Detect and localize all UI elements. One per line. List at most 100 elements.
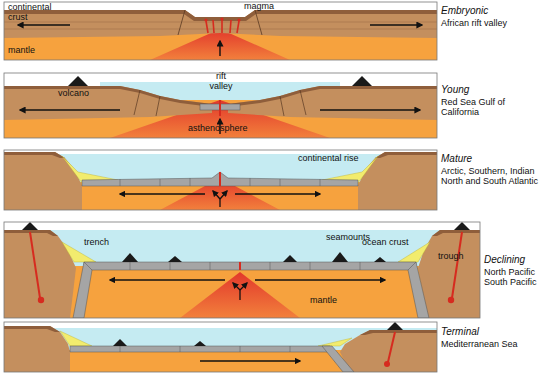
illustration-part <box>374 257 386 262</box>
illustration-part <box>221 20 223 33</box>
panel-frame <box>4 222 480 318</box>
example-oceans: Mediterranean Sea <box>441 339 541 349</box>
illustration-part <box>360 330 437 335</box>
illustration-part <box>237 21 239 33</box>
illustration-part <box>320 109 420 110</box>
rift-magma <box>219 100 221 116</box>
part-label: continental crust <box>8 3 60 23</box>
illustration-part <box>384 361 390 367</box>
ocean-crust <box>84 262 416 270</box>
ocean-crust <box>82 172 358 186</box>
illustration-part <box>4 150 437 210</box>
rift-fault <box>178 10 262 35</box>
ridge-upwelling <box>180 272 300 318</box>
panel-frame <box>4 150 437 210</box>
continental-crust <box>358 152 437 210</box>
illustration-part <box>230 20 231 33</box>
ocean-crust <box>70 346 330 352</box>
illustration-part <box>120 193 205 194</box>
stage-name: Embryonic <box>441 5 541 17</box>
continental-crust <box>4 326 70 372</box>
illustration-part <box>432 230 480 236</box>
part-label: asthenosphere <box>188 124 248 134</box>
panel-frame <box>4 73 437 138</box>
part-label: ocean crust <box>362 238 409 248</box>
stage-name: Declining <box>484 254 541 266</box>
volcano-symbol <box>387 322 403 330</box>
illustration-part <box>4 222 480 318</box>
subducting-slab <box>73 262 92 318</box>
example-oceans: Red Sea Gulf of California <box>441 97 541 118</box>
motion-arrows <box>120 191 320 207</box>
stage-label-block: TerminalMediterranean Sea <box>441 326 541 349</box>
part-label: trench <box>84 238 109 248</box>
continental-crust <box>4 230 76 318</box>
illustration-part <box>4 326 60 332</box>
sediment-wedge <box>318 338 352 346</box>
stage-label-block: YoungRed Sea Gulf of California <box>441 84 541 117</box>
motion-arrows <box>20 110 420 134</box>
volcano-symbol <box>22 222 38 230</box>
part-label: trough <box>438 252 464 262</box>
subducting-slab <box>322 346 354 372</box>
ridge-magma <box>219 172 221 186</box>
illustration-part <box>237 18 240 21</box>
ocean-water <box>4 230 480 266</box>
declining-panel <box>4 222 480 318</box>
continental-crust <box>340 330 437 372</box>
illustration-part <box>4 322 437 372</box>
motion-arrows <box>110 280 385 300</box>
part-label: mantle <box>310 296 337 306</box>
illustration-part <box>452 232 462 298</box>
illustration-part <box>4 73 437 138</box>
volcano-symbol <box>454 222 470 230</box>
continental-crust <box>4 86 212 120</box>
arc-magma <box>30 232 462 303</box>
continental-crust <box>4 152 82 210</box>
illustration-part <box>235 193 320 194</box>
mature-panel <box>4 150 437 210</box>
illustration-part <box>204 18 207 21</box>
illustration-part <box>219 199 220 207</box>
illustration-part <box>113 339 127 346</box>
stage-label-block: MatureArctic, Southern, Indian North and… <box>441 153 541 186</box>
continental-crust <box>418 230 480 318</box>
illustration-part <box>240 283 247 290</box>
seamount-symbols <box>113 339 206 346</box>
crust-layering <box>4 22 437 29</box>
seamount-symbols <box>122 252 386 262</box>
part-label: magma <box>244 2 274 12</box>
illustration-part <box>370 24 422 25</box>
illustration-part <box>168 256 182 262</box>
part-label: rift valley <box>204 72 238 92</box>
continental-crust <box>228 86 437 120</box>
illustration-part <box>239 290 240 300</box>
subducting-slab <box>408 262 429 318</box>
illustration-part <box>283 255 297 262</box>
ridge-magma <box>239 262 241 270</box>
illustration-part <box>4 2 437 60</box>
example-oceans: Arctic, Southern, Indian North and South… <box>441 166 541 187</box>
volcano-symbol <box>352 76 372 86</box>
stage-name: Mature <box>441 153 541 165</box>
illustration-part <box>30 232 40 298</box>
illustration-part <box>375 152 437 158</box>
illustration-part <box>194 341 206 346</box>
illustration-part <box>332 252 348 262</box>
sediment-wedge <box>60 331 92 346</box>
crust-top-layer <box>4 10 437 21</box>
stage-name: Young <box>441 84 541 96</box>
illustration-part <box>448 297 454 303</box>
fault-lines <box>134 90 306 116</box>
example-oceans: North Pacific South Pacific <box>484 267 541 288</box>
illustration-part <box>4 152 65 158</box>
arc-magma <box>384 332 395 367</box>
embryonic-panel <box>4 2 437 60</box>
magma-dikes <box>204 17 240 33</box>
stage-label-block: EmbryonicAfrican rift valley <box>441 5 541 28</box>
part-label: volcano <box>58 89 89 99</box>
motion-arrow <box>200 360 300 361</box>
